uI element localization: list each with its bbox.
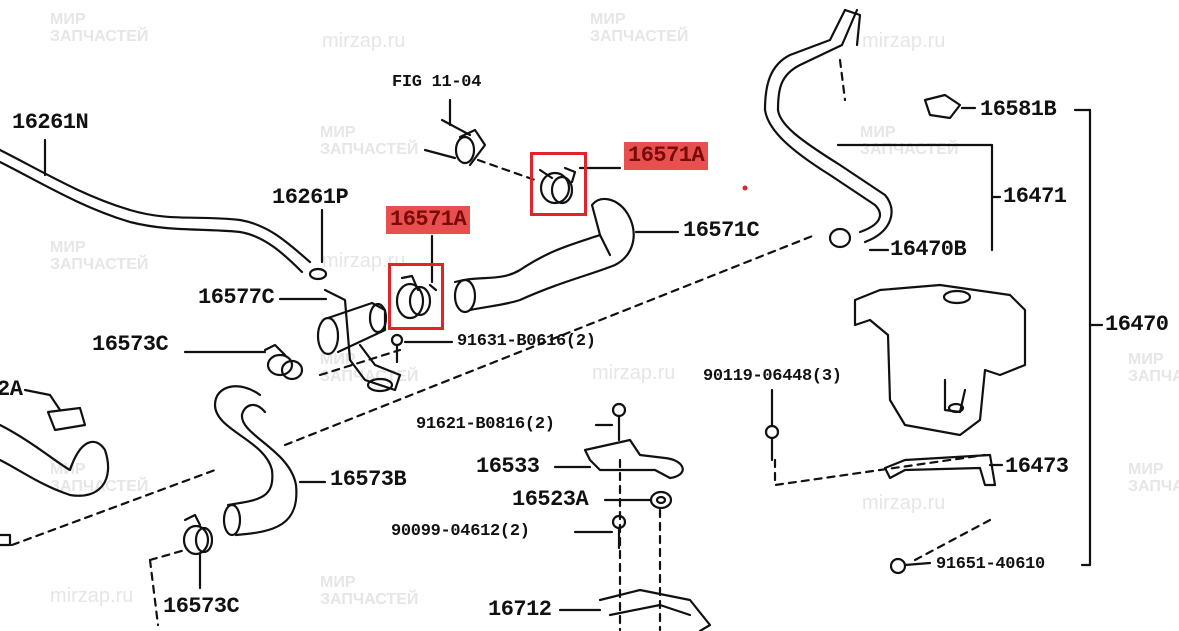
part-label-16471[interactable]: 16471 <box>1003 184 1067 209</box>
watermark-site: mirzap.ru <box>862 492 946 514</box>
pipe-stub-fig-11-04 <box>423 98 487 167</box>
clamp-16571A-left <box>395 234 438 320</box>
watermark-site: mirzap.ru <box>592 362 676 384</box>
red-marker-dot <box>742 185 748 191</box>
part-label-16712[interactable]: 16712 <box>488 597 552 622</box>
pipe-16471 <box>763 8 1002 252</box>
part-label-16533[interactable]: 16533 <box>476 454 540 479</box>
part-label-16470B[interactable]: 16470B <box>890 237 967 262</box>
part-label-91621[interactable]: 91621-B0816(2) <box>416 415 555 434</box>
part-label-91651[interactable]: 91651-40610 <box>936 555 1045 574</box>
watermark-site: mirzap.ru <box>862 30 946 52</box>
watermark-site: mirzap.ru <box>322 30 406 52</box>
bolt-91651 <box>889 557 932 575</box>
fitting-16577C <box>316 288 402 393</box>
reservoir-tank-16470 <box>853 283 1027 437</box>
figure-reference: FIG 11-04 <box>392 73 482 92</box>
part-label-16577C[interactable]: 16577C <box>198 285 275 310</box>
watermark-site: mirzap.ru <box>322 250 406 272</box>
pipe-16261N <box>0 138 328 281</box>
part-label-16573C[interactable]: 16573C <box>92 332 169 357</box>
hose-16573B <box>213 385 327 537</box>
part-label-16571C[interactable]: 16571C <box>683 218 760 243</box>
bolt-90119 <box>764 388 780 462</box>
part-label-partial[interactable]: 2A <box>0 377 23 402</box>
part-label-16573C[interactable]: 16573C <box>163 594 240 619</box>
highlight-box-16571A-top <box>530 152 587 216</box>
part-label-90099[interactable]: 90099-04612(2) <box>391 522 530 541</box>
hose-left-partial <box>0 388 110 547</box>
part-label-16571A-highlighted[interactable]: 16571A <box>386 206 471 234</box>
clip-16581B <box>923 93 977 120</box>
clamp-16573C-top <box>263 343 304 381</box>
part-label-91631[interactable]: 91631-B0616(2) <box>457 332 596 351</box>
part-label-16261P[interactable]: 16261P <box>272 185 349 210</box>
part-label-16261N[interactable]: 16261N <box>12 110 89 135</box>
part-label-16473[interactable]: 16473 <box>1005 454 1069 479</box>
part-label-16581B[interactable]: 16581B <box>980 97 1057 122</box>
part-label-16573B[interactable]: 16573B <box>330 467 407 492</box>
part-label-90119[interactable]: 90119-06448(3) <box>703 367 842 386</box>
bracket-16473 <box>883 453 1004 487</box>
watermark-site: mirzap.ru <box>50 585 134 607</box>
part-label-16523A[interactable]: 16523A <box>512 487 589 512</box>
part-label-16470[interactable]: 16470 <box>1105 312 1169 337</box>
bolt-91631 <box>390 333 454 364</box>
clamp-16573C-bottom <box>182 513 214 590</box>
bracket-16533 <box>553 402 712 631</box>
leader-bracket-16470 <box>1073 108 1104 567</box>
part-label-16571A-highlighted[interactable]: 16571A <box>624 142 709 170</box>
hose-16571C <box>453 197 680 314</box>
highlight-box-16571A-left <box>388 263 444 330</box>
